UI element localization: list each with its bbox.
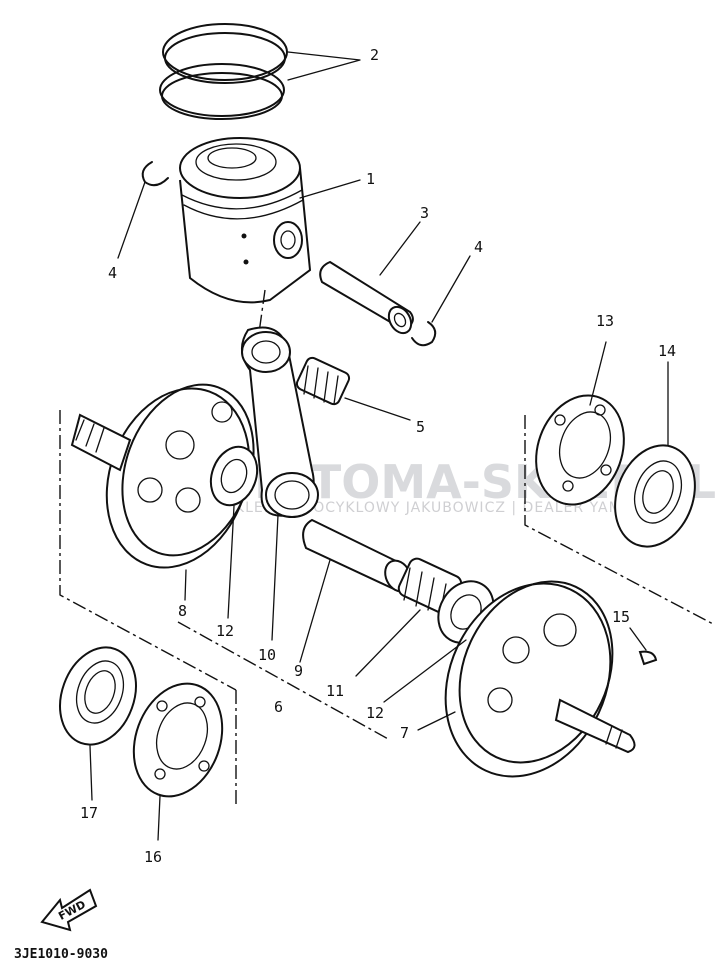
crank-pin	[302, 518, 412, 593]
oil-seal-right	[614, 444, 696, 548]
label-part-1: 1	[366, 170, 375, 188]
label-part-2: 2	[370, 46, 379, 64]
leader-lines	[89, 51, 669, 841]
label-part-10: 10	[258, 646, 276, 664]
fwd-arrow-icon: FWD	[40, 888, 98, 932]
piston-pin	[319, 260, 414, 335]
label-part-7: 7	[400, 724, 409, 742]
label-part-12-right: 12	[366, 704, 384, 722]
label-part-15: 15	[612, 608, 630, 626]
label-part-17: 17	[80, 804, 98, 822]
label-part-13: 13	[596, 312, 614, 330]
part-labels: 2 1 3 4 4 5 13 14 8 12 10 9 6 11 12 7 15…	[80, 46, 676, 866]
crank-wheel-right	[444, 580, 636, 778]
crankshaft-bearing-right	[535, 394, 625, 506]
thrust-washer-left	[209, 445, 259, 507]
crankshaft-bearing-left	[132, 682, 224, 798]
piston-pin-clip-right	[411, 321, 437, 347]
label-part-3: 3	[420, 204, 429, 222]
piston	[179, 137, 312, 304]
woodruff-key	[638, 650, 658, 666]
label-part-8: 8	[178, 602, 187, 620]
small-end-bearing	[295, 356, 351, 406]
crank-wheel-left	[70, 383, 255, 569]
label-part-11: 11	[326, 682, 344, 700]
assembly-brackets	[59, 410, 716, 805]
piston-rings	[159, 23, 288, 120]
drawing-code: 3JE1010-9030	[14, 947, 108, 962]
label-part-16: 16	[144, 848, 162, 866]
label-part-6: 6	[274, 698, 283, 716]
label-part-4-left: 4	[108, 264, 117, 282]
piston-pin-clip-left	[141, 161, 169, 187]
label-part-14: 14	[658, 342, 676, 360]
label-part-5: 5	[416, 418, 425, 436]
oil-seal-left	[59, 646, 137, 746]
label-part-4-right: 4	[474, 238, 483, 256]
connecting-rod	[241, 326, 319, 518]
watermark-subtext: SKLEP MOTOCYKLOWY JAKUBOWICZ | DEALER YA…	[225, 500, 654, 516]
label-part-9: 9	[294, 662, 303, 680]
label-part-12-left: 12	[216, 622, 234, 640]
